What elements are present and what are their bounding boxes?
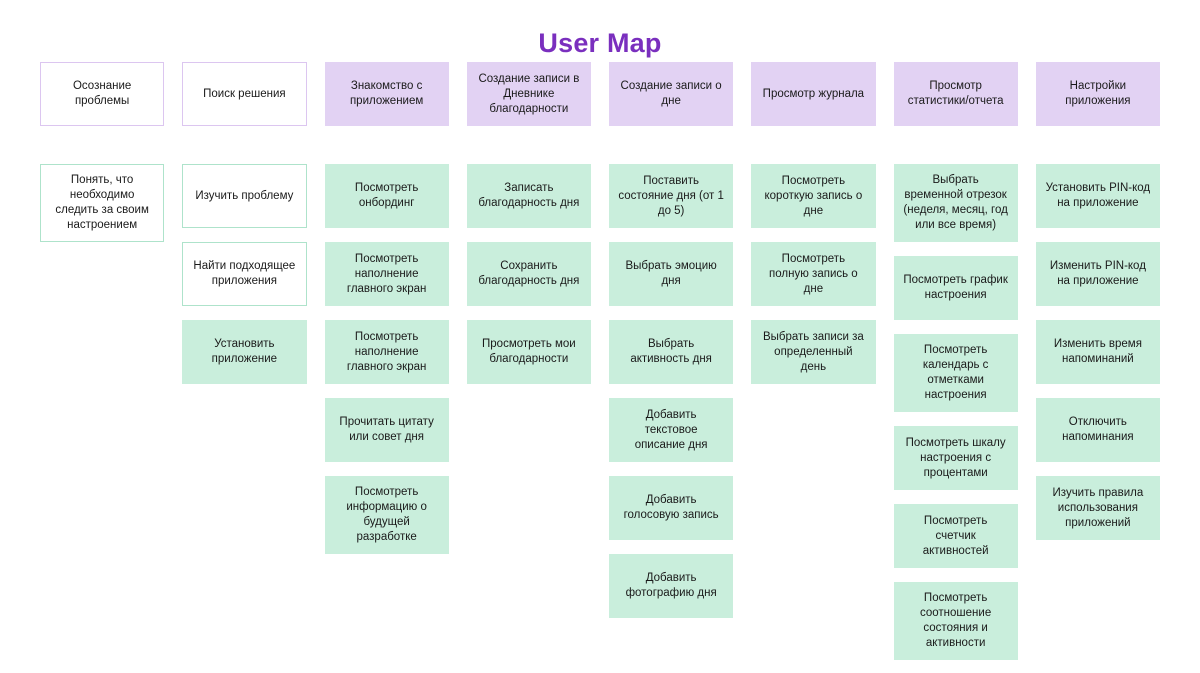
task-cell[interactable]: Посмотреть наполнение главного экран bbox=[324, 242, 449, 306]
task-cell[interactable]: Добавить фотографию дня bbox=[609, 554, 734, 618]
row-spacer bbox=[894, 140, 1018, 150]
task-cell[interactable]: Установить приложение bbox=[182, 320, 307, 384]
task-cell[interactable]: Прочитать цитату или совет дня bbox=[324, 398, 449, 462]
task-cell[interactable]: Сохранить благодарность дня bbox=[466, 242, 591, 306]
stage-header[interactable]: Знакомство с приложением bbox=[324, 62, 449, 126]
task-cell[interactable]: Понять, что необходимо следить за своим … bbox=[40, 164, 165, 242]
task-cell[interactable]: Посмотреть короткую запись о дне bbox=[751, 164, 876, 228]
row-spacer bbox=[751, 140, 875, 150]
stage-header[interactable]: Создание записи о дне bbox=[609, 62, 734, 126]
row-spacer bbox=[467, 140, 591, 150]
row-spacer bbox=[325, 140, 449, 150]
task-cell[interactable]: Выбрать временной отрезок (неделя, месяц… bbox=[893, 164, 1018, 242]
task-cell[interactable]: Посмотреть график настроения bbox=[893, 256, 1018, 320]
page-title: User Map bbox=[538, 28, 662, 58]
task-cell[interactable]: Установить PIN-код на приложение bbox=[1035, 164, 1160, 228]
task-cell[interactable]: Добавить текстовое описание дня bbox=[609, 398, 734, 462]
task-cell[interactable]: Посмотреть информацию о будущей разработ… bbox=[324, 476, 449, 554]
task-cell[interactable]: Посмотреть полную запись о дне bbox=[751, 242, 876, 306]
task-cell[interactable]: Изменить время напоминаний bbox=[1035, 320, 1160, 384]
task-cell[interactable]: Выбрать эмоцию дня bbox=[609, 242, 734, 306]
task-cell[interactable]: Выбрать активность дня bbox=[609, 320, 734, 384]
task-cell[interactable]: Посмотреть календарь с отметками настрое… bbox=[893, 334, 1018, 412]
row-spacer bbox=[1036, 140, 1160, 150]
task-cell[interactable]: Посмотреть онбординг bbox=[324, 164, 449, 228]
task-cell[interactable]: Посмотреть соотношение состояния и актив… bbox=[893, 582, 1018, 660]
task-cell[interactable]: Посмотреть шкалу настроения с процентами bbox=[893, 426, 1018, 490]
row-spacer bbox=[609, 140, 733, 150]
task-cell[interactable]: Посмотреть счетчик активностей bbox=[893, 504, 1018, 568]
row-spacer bbox=[182, 140, 306, 150]
task-cell[interactable]: Отключить напоминания bbox=[1035, 398, 1160, 462]
task-cell[interactable]: Записать благодарность дня bbox=[466, 164, 591, 228]
stage-header[interactable]: Просмотр статистики/отчета bbox=[893, 62, 1018, 126]
row-spacer bbox=[40, 140, 164, 150]
task-cell[interactable]: Поставить состояние дня (от 1 до 5) bbox=[609, 164, 734, 228]
stage-header[interactable]: Поиск решения bbox=[182, 62, 307, 126]
task-cell[interactable]: Посмотреть наполнение главного экран bbox=[324, 320, 449, 384]
task-cell[interactable]: Изучить проблему bbox=[182, 164, 307, 228]
task-cell[interactable]: Изучить правила использования приложений bbox=[1035, 476, 1160, 540]
task-cell[interactable]: Выбрать записи за определенный день bbox=[751, 320, 876, 384]
stage-header[interactable]: Осознание проблемы bbox=[40, 62, 165, 126]
stage-header[interactable]: Настройки приложения bbox=[1035, 62, 1160, 126]
task-cell[interactable]: Найти подходящее приложения bbox=[182, 242, 307, 306]
task-cell[interactable]: Изменить PIN-код на приложение bbox=[1035, 242, 1160, 306]
task-cell[interactable]: Просмотреть мои благодарности bbox=[466, 320, 591, 384]
stage-header[interactable]: Создание записи в Дневнике благодарности bbox=[466, 62, 591, 126]
stage-header[interactable]: Просмотр журнала bbox=[751, 62, 876, 126]
map-column-4: Создание записи в Дневнике благодарности… bbox=[466, 62, 591, 384]
task-cell[interactable]: Добавить голосовую запись bbox=[609, 476, 734, 540]
